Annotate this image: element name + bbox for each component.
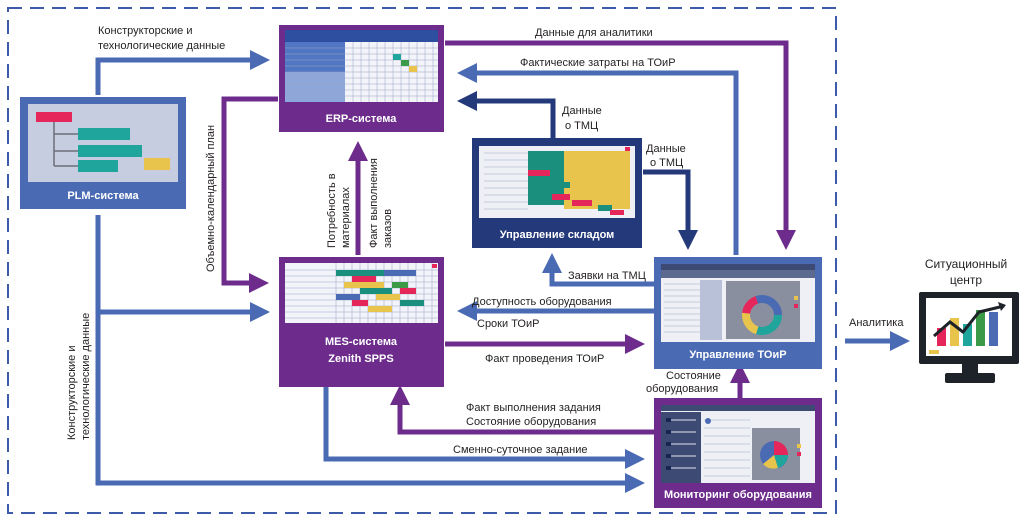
- label-analytics: Аналитика: [849, 317, 904, 329]
- label-shift-task: Сменно-суточное задание: [453, 444, 587, 456]
- label-fact-toir: Факт проведения ТОиР: [485, 353, 604, 365]
- label-toir-terms: Сроки ТОиР: [477, 318, 539, 330]
- label-fact-orders-line1: Факт выполнения: [368, 158, 380, 248]
- label-need-line1: Потребность в: [326, 173, 338, 248]
- label-availability: Доступность оборудования: [472, 296, 612, 308]
- mes-system-box[interactable]: MES-система Zenith SPPS: [279, 257, 444, 387]
- arrow-plm-monitoring: [95, 312, 645, 493]
- label-tmc-toir-line2: о ТМЦ: [650, 157, 683, 169]
- arrow-toir-warehouse: [542, 253, 660, 287]
- erp-grid: [285, 30, 438, 102]
- arrow-warehouse-toir: [643, 169, 698, 250]
- label-actual-costs: Фактические затраты на ТОиР: [520, 57, 676, 69]
- arrow-warehouse-erp: [457, 91, 556, 138]
- situation-center-line2: центр: [950, 273, 983, 287]
- donut-chart-icon: [742, 295, 782, 335]
- label-fact-task-line1: Факт выполнения задания: [466, 402, 601, 414]
- mes-title-line1: MES-система: [325, 336, 398, 348]
- arrows: [95, 40, 910, 493]
- label-plm-side-line1: Конструкторские и: [66, 346, 78, 441]
- label-plm-erp-line2: технологические данные: [98, 40, 225, 52]
- plm-system-box[interactable]: PLM-система: [20, 97, 186, 209]
- label-fact-task-line2: Состояние оборудования: [466, 416, 596, 428]
- label-plm-side-line2: технологические данные: [80, 313, 92, 440]
- label-eq-state-line2: оборудования: [646, 383, 718, 395]
- label-tmc-toir-line1: Данные: [646, 143, 686, 155]
- erp-system-box[interactable]: ERP-система: [279, 25, 444, 132]
- arrow-monitoring-mes: [390, 385, 660, 435]
- label-tmc-wh-line2: о ТМЦ: [565, 120, 598, 132]
- warehouse-title: Управление складом: [500, 229, 615, 241]
- erp-title: ERP-система: [326, 113, 398, 125]
- mes-title-line2: Zenith SPPS: [328, 353, 393, 365]
- arrow-erp-mes-plan: [221, 96, 278, 293]
- pie-chart-icon: [760, 441, 788, 469]
- system-boundary: [7, 7, 837, 514]
- plm-title: PLM-система: [67, 190, 139, 202]
- warehouse-box[interactable]: Управление складом: [472, 138, 642, 248]
- arrow-toir-erp-costs: [457, 63, 739, 255]
- arrow-plm-mes: [95, 215, 270, 322]
- toir-box[interactable]: Управление ТОиР: [654, 257, 822, 369]
- label-requests-tmc: Заявки на ТМЦ: [568, 270, 646, 282]
- label-tmc-wh-line1: Данные: [562, 105, 602, 117]
- arrow-mes-monitoring: [323, 368, 645, 469]
- arrow-labels: Конструкторские и технологические данные…: [66, 25, 904, 456]
- label-analytics-data: Данные для аналитики: [535, 27, 653, 39]
- arrow-erp-toir-analytics: [445, 40, 796, 250]
- label-plm-erp-line1: Конструкторские и: [98, 25, 193, 37]
- label-eq-state-line1: Состояние: [666, 370, 721, 382]
- monitoring-box[interactable]: Мониторинг оборудования: [654, 398, 822, 508]
- arrow-plm-erp: [95, 50, 270, 95]
- label-volume-plan: Объемно-календарный план: [205, 125, 217, 272]
- monitoring-title: Мониторинг оборудования: [664, 489, 812, 501]
- situation-center-line1: Ситуационный: [925, 257, 1007, 271]
- mes-grid: [285, 263, 438, 323]
- monitor-icon: [919, 292, 1019, 383]
- label-fact-orders-line2: заказов: [382, 209, 394, 248]
- label-need-line2: материалах: [340, 187, 352, 248]
- toir-title: Управление ТОиР: [689, 349, 786, 361]
